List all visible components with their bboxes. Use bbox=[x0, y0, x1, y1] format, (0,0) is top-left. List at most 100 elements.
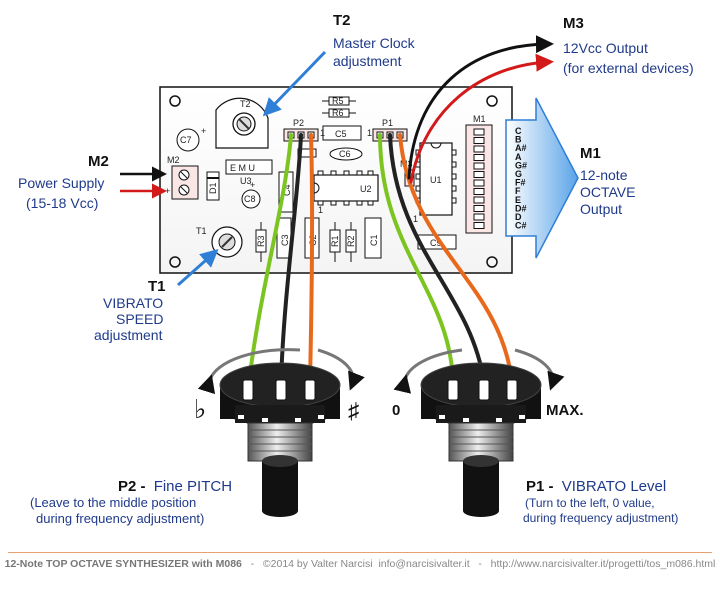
p1-line1: (Turn to the left, 0 value, bbox=[525, 496, 655, 510]
m1-line1: 12-note bbox=[580, 167, 628, 183]
svg-text:+: + bbox=[165, 186, 170, 196]
m1-line3: Output bbox=[580, 201, 622, 217]
c4-label: C4 bbox=[282, 184, 292, 196]
t2-silk-label: T2 bbox=[240, 99, 251, 109]
pointer-arrows bbox=[177, 50, 327, 287]
regulator-u3: E M U U3 bbox=[225, 159, 273, 186]
p2-wires bbox=[247, 133, 315, 384]
zero-mark: 0 bbox=[392, 402, 400, 419]
capacitor-c6: C6 bbox=[329, 147, 363, 161]
svg-text:+: + bbox=[201, 126, 206, 136]
p1-code: P1 - bbox=[526, 478, 554, 495]
m2-line2: (15-18 Vcc) bbox=[26, 195, 98, 211]
u2-pin1-label: 1 bbox=[318, 205, 323, 215]
capacitor-c5: C5 bbox=[322, 125, 362, 141]
m3-wires bbox=[407, 35, 554, 184]
p2-pin1-label: 1 bbox=[320, 128, 325, 138]
trimmer-t1[interactable]: T1 bbox=[196, 226, 243, 258]
footer-email[interactable]: info@narcisivalter.it bbox=[378, 558, 470, 570]
footer-title: 12-Note TOP OCTAVE SYNTHESIZER with M086 bbox=[4, 558, 242, 570]
note-label: B bbox=[515, 135, 522, 145]
m3-code: M3 bbox=[563, 15, 584, 32]
rotate-left-arrow-icon bbox=[197, 348, 301, 395]
r3-label: R3 bbox=[256, 235, 266, 247]
footer-url[interactable]: http://www.narcisivalter.it/progetti/tos… bbox=[490, 558, 716, 570]
d1-label: D1 bbox=[208, 182, 218, 194]
u3-label: U3 bbox=[240, 176, 252, 186]
header-m1[interactable]: M1 bbox=[465, 114, 493, 234]
resistor-r2: R2 bbox=[345, 222, 357, 262]
c5-label: C5 bbox=[335, 129, 347, 139]
t2-code: T2 bbox=[333, 12, 351, 29]
capacitor-c1: C1 bbox=[364, 217, 382, 259]
flat-icon: ♭ bbox=[194, 394, 206, 424]
note-label: A bbox=[515, 152, 522, 162]
resistor-r3: R3 bbox=[255, 222, 267, 262]
mounting-hole bbox=[169, 256, 181, 268]
footer-divider bbox=[8, 552, 712, 553]
c3-label: C3 bbox=[280, 234, 290, 246]
footer-sep: - bbox=[250, 558, 255, 570]
r1-label: R1 bbox=[330, 235, 340, 247]
note-label: G bbox=[515, 169, 522, 179]
u1-pin1-label: 1 bbox=[413, 214, 418, 224]
note-label: D# bbox=[515, 203, 527, 213]
p2-name: Fine PITCH bbox=[154, 478, 232, 495]
footer-sep-2: - bbox=[478, 558, 482, 570]
t1-line1: VIBRATO bbox=[103, 295, 163, 311]
m1-silk-label: M1 bbox=[473, 114, 486, 124]
note-label: F# bbox=[515, 178, 526, 188]
p1-pin1-label: 1 bbox=[367, 128, 372, 138]
note-label: A# bbox=[515, 143, 527, 153]
svg-text:+: + bbox=[250, 180, 255, 190]
capacitor-c8: C8 + bbox=[241, 180, 261, 209]
mounting-hole bbox=[486, 256, 498, 268]
m3-line2: (for external devices) bbox=[563, 60, 694, 76]
mounting-hole bbox=[486, 95, 498, 107]
m1-code: M1 bbox=[580, 145, 601, 162]
p1-title: P1 - VIBRATO Level bbox=[526, 478, 666, 495]
t2-line2: adjustment bbox=[333, 53, 402, 69]
u1-label: U1 bbox=[430, 175, 442, 185]
pcb-board: T2 R5 R6 C5 C6 C7 + bbox=[159, 86, 513, 274]
knob-p1[interactable] bbox=[393, 348, 565, 517]
p2-code: P2 - bbox=[118, 478, 146, 495]
trimmer-t2[interactable]: T2 bbox=[215, 97, 269, 149]
m1-line2: OCTAVE bbox=[580, 184, 636, 200]
p2-silk-label: P2 bbox=[293, 118, 304, 128]
note-label: C# bbox=[515, 221, 527, 231]
r6-label: R6 bbox=[332, 108, 344, 118]
note-list: CBA#AG#GF#FED#DC# bbox=[515, 126, 527, 231]
p2-line2: during frequency adjustment) bbox=[36, 511, 204, 526]
note-label: F bbox=[515, 186, 521, 196]
r5-label: R5 bbox=[332, 96, 344, 106]
p1-line2: during frequency adjustment) bbox=[523, 511, 678, 525]
rotate-right-arrow-icon bbox=[317, 348, 365, 391]
p2-title: P2 - Fine PITCH bbox=[118, 478, 232, 495]
octave-output-arrow bbox=[505, 97, 579, 259]
footer: 12-Note TOP OCTAVE SYNTHESIZER with M086… bbox=[0, 558, 720, 570]
m2-silk-label: M2 bbox=[167, 155, 180, 165]
power-arrows bbox=[120, 166, 167, 199]
p1-silk-label: P1 bbox=[382, 118, 393, 128]
resistor-r1: R1 bbox=[329, 222, 341, 262]
resistor-r5: R5 bbox=[322, 96, 356, 106]
terminal-m2[interactable]: M2 + bbox=[165, 155, 199, 200]
ic-u1: U1 1 bbox=[413, 142, 457, 224]
t1-code: T1 bbox=[148, 278, 166, 295]
m3-line1: 12Vcc Output bbox=[563, 40, 648, 56]
c9-label: C9 bbox=[430, 238, 442, 248]
u2-label: U2 bbox=[360, 184, 372, 194]
t1-silk-label: T1 bbox=[196, 226, 207, 236]
m2-line1: Power Supply bbox=[18, 175, 104, 191]
note-label: G# bbox=[515, 160, 527, 170]
t1-line3: adjustment bbox=[94, 327, 163, 343]
note-label: D bbox=[515, 212, 522, 222]
sharp-icon: ♯ bbox=[348, 398, 359, 423]
diode-d1: D1 bbox=[206, 171, 220, 201]
t2-line1: Master Clock bbox=[333, 35, 416, 51]
knob-p2[interactable] bbox=[197, 348, 365, 517]
m2-code: M2 bbox=[88, 153, 109, 170]
c1-label: C1 bbox=[369, 234, 379, 246]
